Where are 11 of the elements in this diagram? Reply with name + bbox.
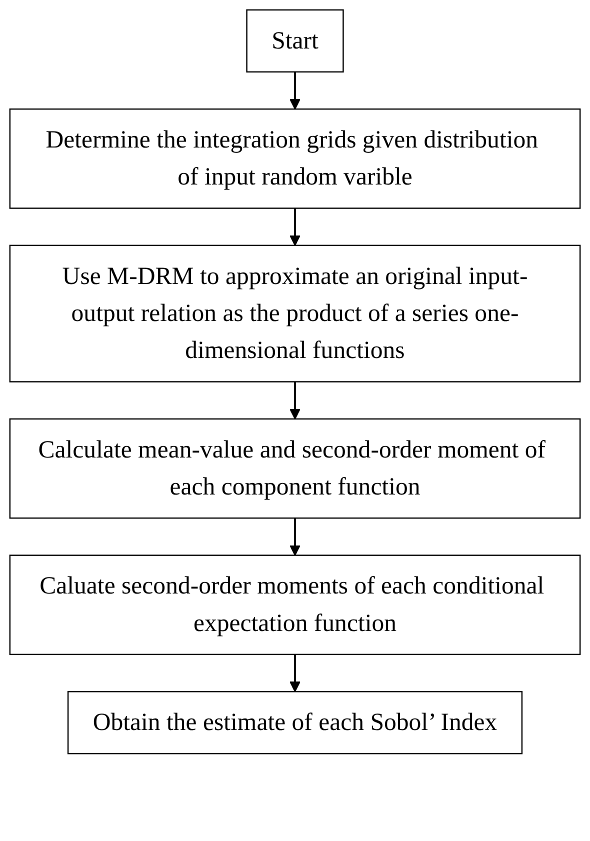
arrow [290, 654, 300, 692]
node-box: Use M-DRM to approximate an original input-output relation as the product of a series one-dimensional functions [9, 244, 581, 382]
arrow [290, 382, 300, 420]
arrow [290, 72, 300, 110]
node-box: Start [246, 9, 344, 72]
node-box: Determine the integration grids given distribution of input random varible [9, 108, 581, 209]
node-box: Caluate second-order moments of each conditional expectation function [9, 554, 581, 656]
arrow [290, 208, 300, 246]
node-box: Calculate mean-value and second-order moment of each component function [9, 418, 581, 519]
arrow [290, 518, 300, 556]
node-box: Obtain the estimate of each Sobol’ Index [67, 691, 523, 754]
